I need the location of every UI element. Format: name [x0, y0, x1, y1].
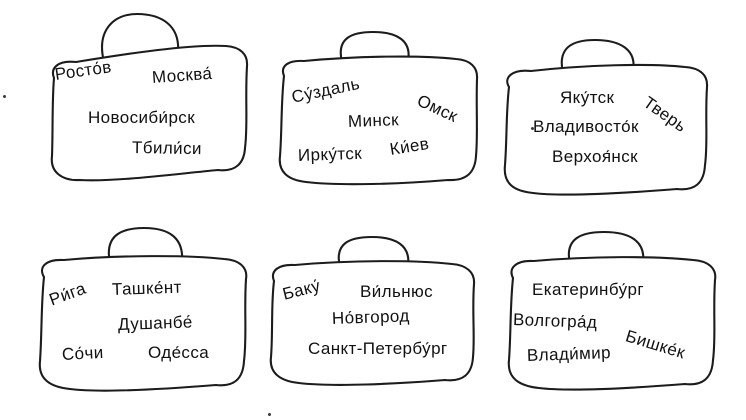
city-label: Владивосто́к [533, 117, 639, 136]
scan-speck [3, 95, 6, 98]
city-label: Душанбе́ [117, 312, 193, 334]
city-label: Ташке́нт [111, 277, 183, 299]
city-label: Верхоя́нск [552, 147, 638, 166]
scan-speck [268, 413, 271, 416]
city-label: Санкт-Петербу́рг [308, 339, 448, 358]
suitcase-drawing [503, 38, 709, 196]
city-label: Волгогра́д [512, 310, 598, 332]
city-label: Яку́тск [560, 88, 615, 107]
suitcase-6: Екатеринбу́рг Волгогра́д Бишке́к Влади́м… [500, 228, 728, 398]
city-label: Ви́льнюс [360, 282, 434, 301]
city-label: Со́чи [61, 342, 105, 364]
city-label: Но́вгород [331, 306, 410, 328]
city-label: Минск [347, 110, 400, 131]
city-label: Влади́мир [526, 343, 612, 365]
city-label: Москва́ [151, 63, 213, 87]
suitcase-handle-icon [337, 235, 410, 269]
suitcase-4: Ри́га Ташке́нт Душанбе́ Со́чи Оде́сса [32, 225, 257, 400]
suitcase-2: Су́здаль Омск Минск Ирку́тск Ки́ев [272, 30, 484, 195]
suitcase-body-icon [269, 260, 476, 386]
city-label: Ирку́тск [297, 143, 363, 165]
suitcase-body-icon [507, 256, 717, 391]
suitcase-drawing [50, 12, 249, 182]
city-label: Екатеринбу́рг [532, 280, 644, 299]
suitcase-body-icon [503, 63, 709, 196]
suitcase-3: Яку́тск Тверь Владивосто́к Верхоя́нск [495, 35, 717, 203]
suitcase-drawing [507, 230, 717, 391]
suitcase-body-icon [278, 55, 479, 186]
suitcase-body-icon [50, 44, 249, 182]
suitcase-drawing [38, 226, 248, 392]
suitcase-drawing [269, 235, 476, 386]
city-label: Новосиби́рск [88, 108, 196, 127]
city-label: Тбили́си [131, 138, 203, 159]
suitcase-handle-icon [567, 230, 645, 266]
city-label: Оде́сса [148, 343, 210, 362]
suitcase-handle-icon [101, 12, 180, 64]
suitcase-handle-icon [560, 38, 635, 75]
scan-speck [531, 127, 534, 130]
suitcase-1: Росто́в Москва́ Новосиби́рск Тбили́си [40, 10, 255, 202]
suitcase-handle-icon [107, 226, 184, 265]
suitcase-body-icon [38, 255, 248, 392]
suitcase-handle-icon [339, 30, 410, 64]
suitcase-drawing [278, 30, 479, 186]
suitcase-5: Баку́ Ви́льнюс Но́вгород Санкт-Петербу́р… [262, 235, 487, 393]
